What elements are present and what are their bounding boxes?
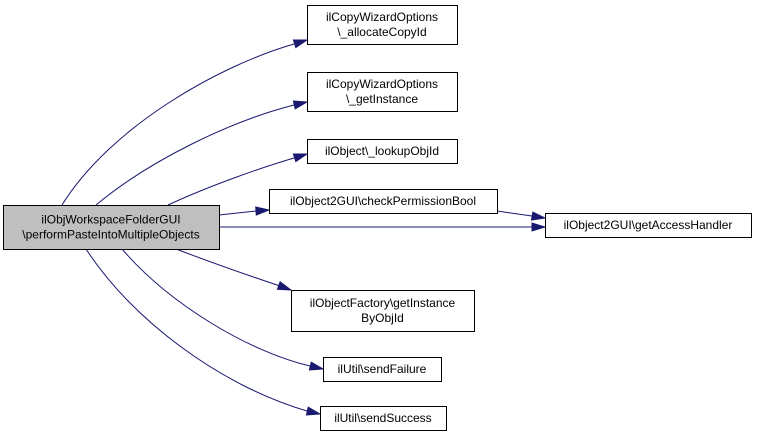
node-access[interactable]: ilObject2GUI\getAccessHandler: [545, 213, 752, 238]
node-checkperm[interactable]: ilObject2GUI\checkPermissionBool: [269, 189, 498, 214]
node-label: \_getInstance: [346, 92, 418, 106]
arrowhead-checkperm: [255, 206, 271, 216]
node-label: ilCopyWizardOptions: [326, 77, 438, 91]
edge-root-to-getinstance: [95, 104, 295, 206]
node-label: \performPasteIntoMultipleObjects: [22, 228, 199, 242]
node-label: ilObject\_lookupObjId: [325, 144, 439, 158]
node-label: ilObject2GUI\checkPermissionBool: [290, 194, 476, 208]
arrowhead-access: [531, 222, 547, 232]
node-getinstance[interactable]: ilCopyWizardOptions\_getInstance: [307, 72, 458, 112]
node-box: [323, 357, 442, 382]
edge-root-to-lookup: [167, 157, 295, 206]
node-success[interactable]: ilUtil\sendSuccess: [320, 406, 447, 431]
node-label: ilObjWorkspaceFolderGUI: [41, 213, 180, 227]
node-box: [307, 72, 458, 112]
node-root[interactable]: ilObjWorkspaceFolderGUI\performPasteInto…: [3, 205, 220, 250]
node-failure[interactable]: ilUtil\sendFailure: [323, 357, 442, 382]
arrowhead-getinstance: [292, 100, 309, 110]
arrowhead-factory: [276, 280, 293, 291]
arrowhead-success: [305, 406, 322, 416]
node-box: [307, 5, 458, 45]
edge-root-to-checkperm: [218, 210, 257, 216]
edge-checkperm-to-access: [496, 210, 533, 217]
node-label: ByObjId: [361, 311, 404, 325]
node-box: [320, 406, 447, 431]
node-label: \_allocateCopyId: [337, 25, 426, 39]
node-lookup[interactable]: ilObject\_lookupObjId: [307, 139, 458, 164]
arrowhead-access: [530, 211, 547, 221]
node-box: [307, 139, 458, 164]
node-label: ilUtil\sendFailure: [338, 362, 427, 376]
node-label: ilObject2GUI\getAccessHandler: [564, 218, 733, 232]
node-box: [269, 189, 498, 214]
arrowhead-lookup: [292, 153, 309, 163]
node-box: [545, 213, 752, 238]
arrowhead-allocate: [292, 39, 309, 49]
edge-root-to-factory: [175, 248, 281, 287]
nodes-layer: ilObjWorkspaceFolderGUI\performPasteInto…: [3, 5, 752, 431]
edge-root-to-success: [85, 248, 308, 412]
node-label: ilCopyWizardOptions: [326, 10, 438, 24]
node-box: [3, 205, 220, 250]
node-label: ilObjectFactory\getInstance: [310, 296, 456, 310]
edge-root-to-failure: [121, 248, 311, 367]
node-label: ilUtil\sendSuccess: [334, 411, 431, 425]
edges-layer: [61, 39, 547, 416]
arrowhead-failure: [308, 361, 325, 371]
node-allocate[interactable]: ilCopyWizardOptions\_allocateCopyId: [307, 5, 458, 45]
edge-root-to-allocate: [61, 43, 295, 206]
node-box: [291, 290, 475, 332]
